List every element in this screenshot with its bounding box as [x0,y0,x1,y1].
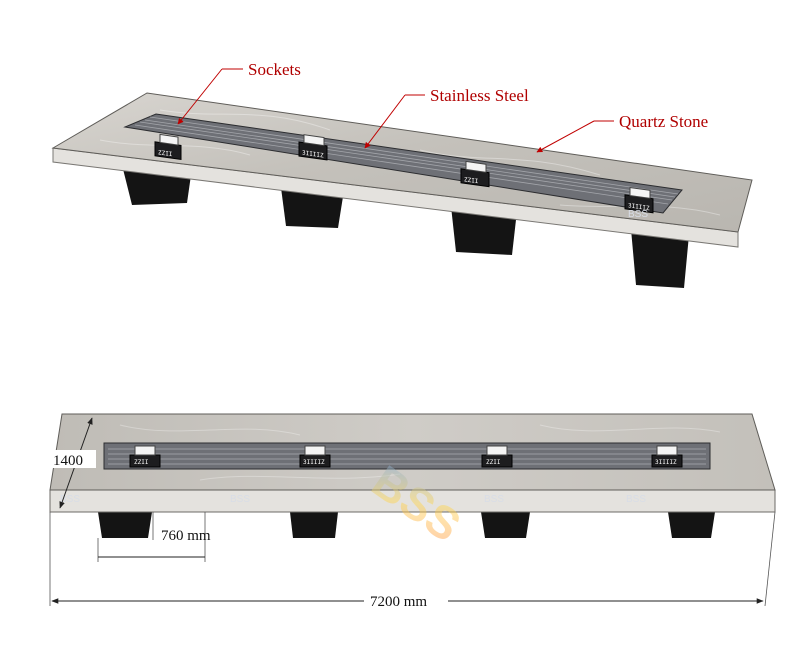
socket: 3IIIIZ [298,134,328,161]
watermark-text: BSS [628,209,648,220]
callout-stainless-steel-label: Stainless Steel [430,86,529,105]
table-leg [290,512,338,538]
socket: ZZII [460,160,490,188]
dimension-length: 7200 mm [49,511,776,610]
socket: 3IIIIZ [651,445,683,468]
dimension-leg-offset-label: 760 mm [161,528,211,544]
socket-label: ZZII [158,149,173,158]
socket-label: ZZII [486,459,501,466]
socket: 3IIIIZ [624,186,654,214]
socket-label: 3IIIIZ [655,459,677,466]
callout-sockets: Sockets [177,60,301,125]
callout-stainless-steel: Stainless Steel [364,86,529,149]
callout-quartz-stone-label: Quartz Stone [619,112,708,131]
socket-label: 3IIIIZ [302,149,324,159]
table-front-view: ZZII 3IIIIZ ZZII 3IIIIZ BSS BSS BSS [49,413,776,610]
socket: 3IIIIZ [299,445,331,468]
channel-grooves [134,116,679,205]
dimension-leg-offset: 760 mm [97,512,211,562]
channel-grooves-front [108,448,706,465]
socket-label: 3IIIIZ [628,202,650,212]
watermark-text: BSS [230,494,250,505]
dimension-width: 1400 [52,417,96,509]
table-leg [98,512,152,538]
socket: ZZII [481,445,513,468]
callout-quartz-stone: Quartz Stone [536,112,708,153]
table-leg [668,512,715,538]
dimension-width-label: 1400 [53,453,83,469]
watermark-text: BSS [484,494,504,505]
marble-veins-front [119,424,721,481]
table-top-view: ZZII 3IIIIZ ZZII 3IIIIZ BSS Socke [51,60,753,288]
sockets-front-view: ZZII 3IIIIZ ZZII 3IIIIZ [129,445,683,468]
socket: ZZII [129,445,161,468]
table-leg [481,512,530,538]
socket-label: ZZII [134,459,149,466]
watermark-text: BSS [626,494,646,505]
socket-label: ZZII [464,176,479,185]
socket: ZZII [154,133,182,161]
callout-sockets-label: Sockets [248,60,301,79]
sockets-top-view: ZZII 3IIIIZ ZZII 3IIIIZ [154,133,654,214]
dimension-length-label: 7200 mm [370,594,427,610]
table-legs-front [98,512,715,538]
socket-label: 3IIIIZ [303,459,325,466]
stainless-steel-channel-front [103,442,711,470]
